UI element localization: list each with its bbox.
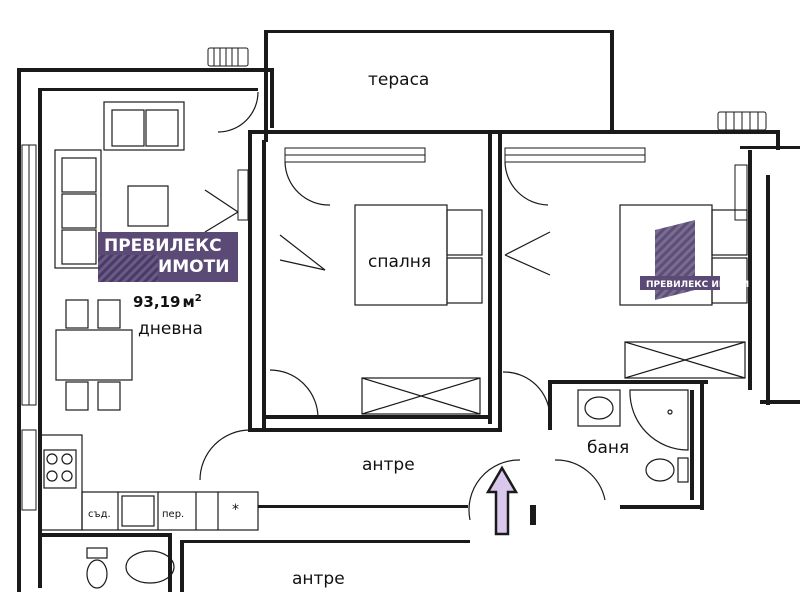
- kitchen-units: [39, 434, 259, 531]
- watermark-small: ПРЕВИЛЕКС ИМОТИ: [646, 280, 749, 290]
- appliance-label-washer: пер.: [162, 509, 184, 520]
- living-furniture: [54, 91, 259, 411]
- entrance-arrow-icon: [485, 465, 519, 536]
- bathroom-fixtures: [86, 389, 689, 589]
- room-label-hall-lower: антре: [292, 569, 345, 589]
- room-label-bedroom: спалня: [368, 252, 431, 272]
- watermark-line2: ИМОТИ: [158, 257, 229, 277]
- radiators: [207, 47, 767, 221]
- watermark-logo: ПРЕВИЛЕКС ИМОТИ: [98, 232, 238, 282]
- outer-walls: [17, 30, 800, 592]
- windows: [21, 144, 646, 511]
- room-label-terrace: тераса: [368, 70, 429, 90]
- watermark-logo-small: ПРЕВИЛЕКС ИМОТИ: [640, 220, 749, 300]
- room-label-hall: антре: [362, 455, 415, 475]
- appliance-label-dishwasher: съд.: [88, 509, 111, 520]
- bedroom-furniture: [199, 161, 748, 521]
- room-label-bathroom: баня: [587, 438, 629, 458]
- watermark-line1: ПРЕВИЛЕКС: [104, 236, 222, 256]
- appliance-mark: *: [232, 502, 239, 518]
- room-label-living: дневна: [138, 319, 203, 339]
